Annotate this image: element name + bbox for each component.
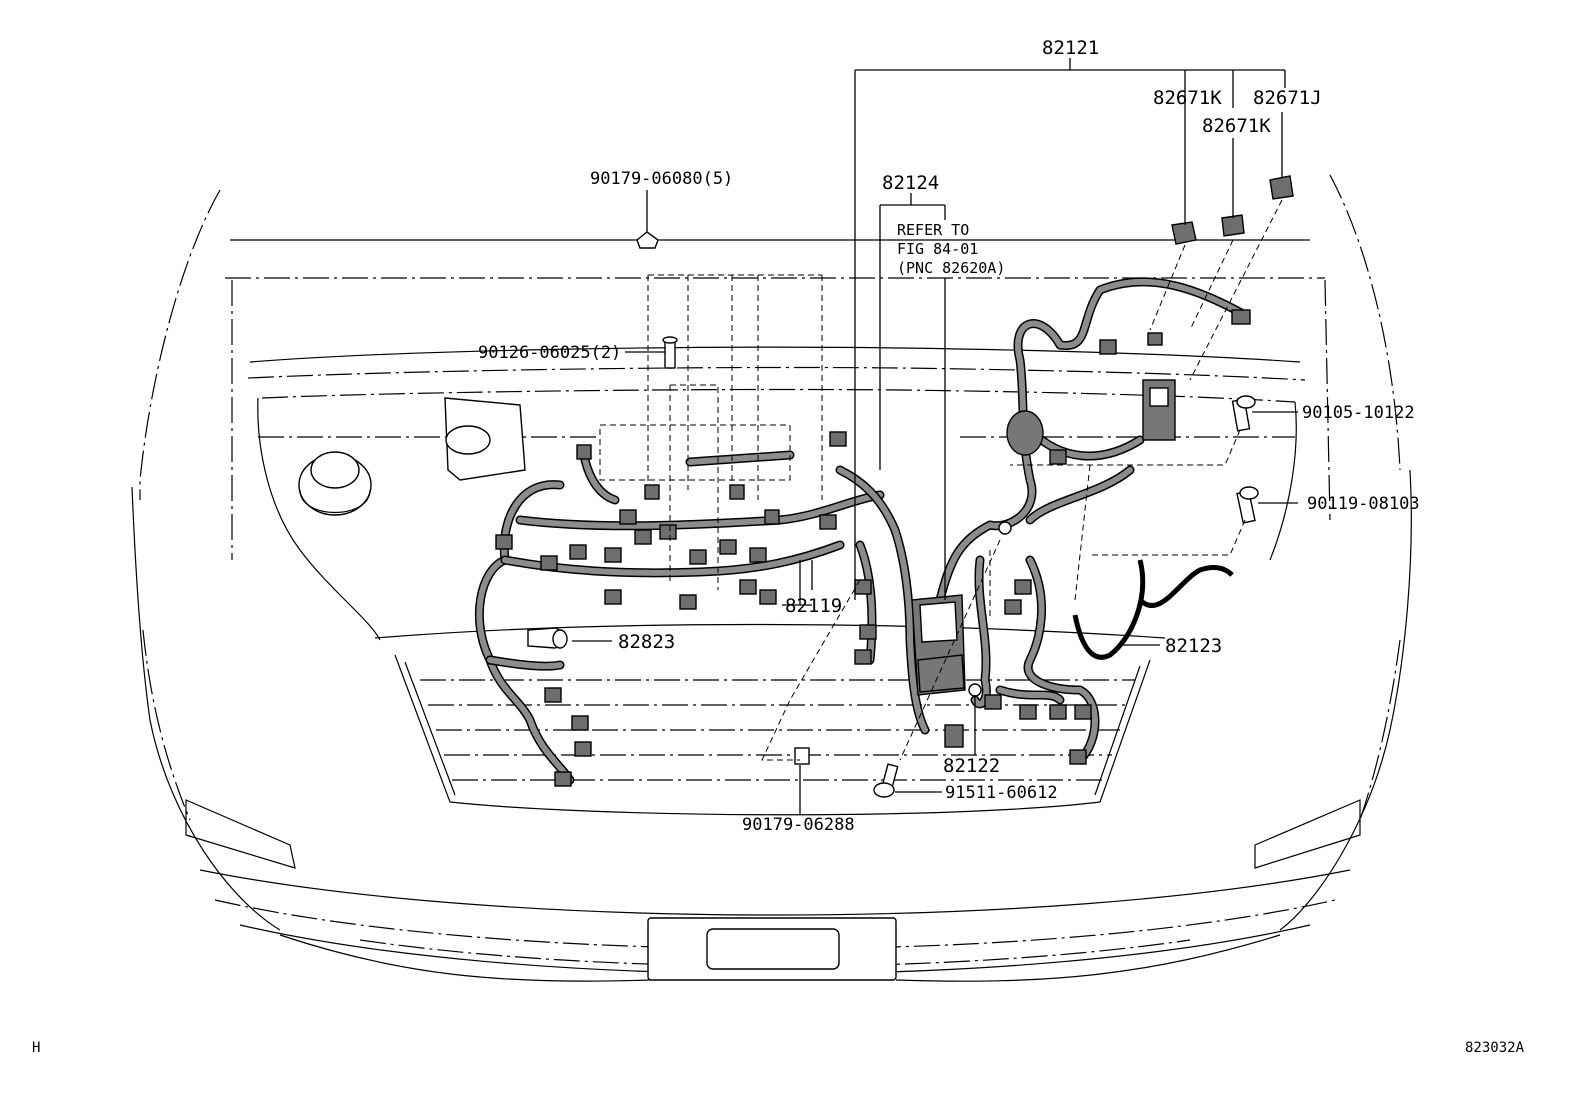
- connectors-illustration: [495, 309, 1251, 787]
- callout-bolt-right-mid: 90119-08103: [1307, 494, 1420, 514]
- callout-harness-lower: 82122: [943, 755, 1000, 777]
- fasteners-illustration: [527, 175, 1294, 798]
- callout-harness-right: 82123: [1165, 635, 1222, 657]
- bumper-illustration: [185, 799, 1361, 982]
- callout-sub-harness: 82124: [882, 172, 939, 194]
- junction-block-illustration: [911, 594, 966, 696]
- leader-lines: [572, 58, 1298, 815]
- callout-labels: 82121 82671K 82671J 82671K 82124 REFER T…: [478, 37, 1420, 835]
- callout-nut-lower: 90179-06288: [742, 815, 855, 835]
- footer-left-code: H: [32, 1040, 40, 1056]
- reservoir-tank-illustration: [298, 397, 526, 516]
- illustration-code: 823032A: [1465, 1040, 1525, 1056]
- callout-refer-line3: (PNC 82620A): [897, 259, 1005, 277]
- callout-nut-5: 90179-06080(5): [590, 169, 733, 189]
- callout-clamp-k2: 82671K: [1202, 115, 1271, 137]
- callout-clamp-j: 82671J: [1253, 87, 1322, 109]
- assembly-dashed-lines: [599, 199, 1283, 761]
- callout-main-harness: 82121: [1042, 37, 1099, 59]
- callout-bolt-lower: 91511-60612: [945, 783, 1058, 803]
- callout-clamp-k1: 82671K: [1153, 87, 1222, 109]
- callout-stud-2: 90126-06025(2): [478, 343, 621, 363]
- callout-refer-line2: FIG 84-01: [897, 240, 978, 258]
- callout-bolt-right-top: 90105-10122: [1302, 403, 1415, 423]
- vehicle-body-outline: [131, 174, 1412, 982]
- callout-harness-center: 82119: [785, 595, 842, 617]
- callout-refer-line1: REFER TO: [897, 221, 969, 239]
- callout-cap-left: 82823: [618, 631, 675, 653]
